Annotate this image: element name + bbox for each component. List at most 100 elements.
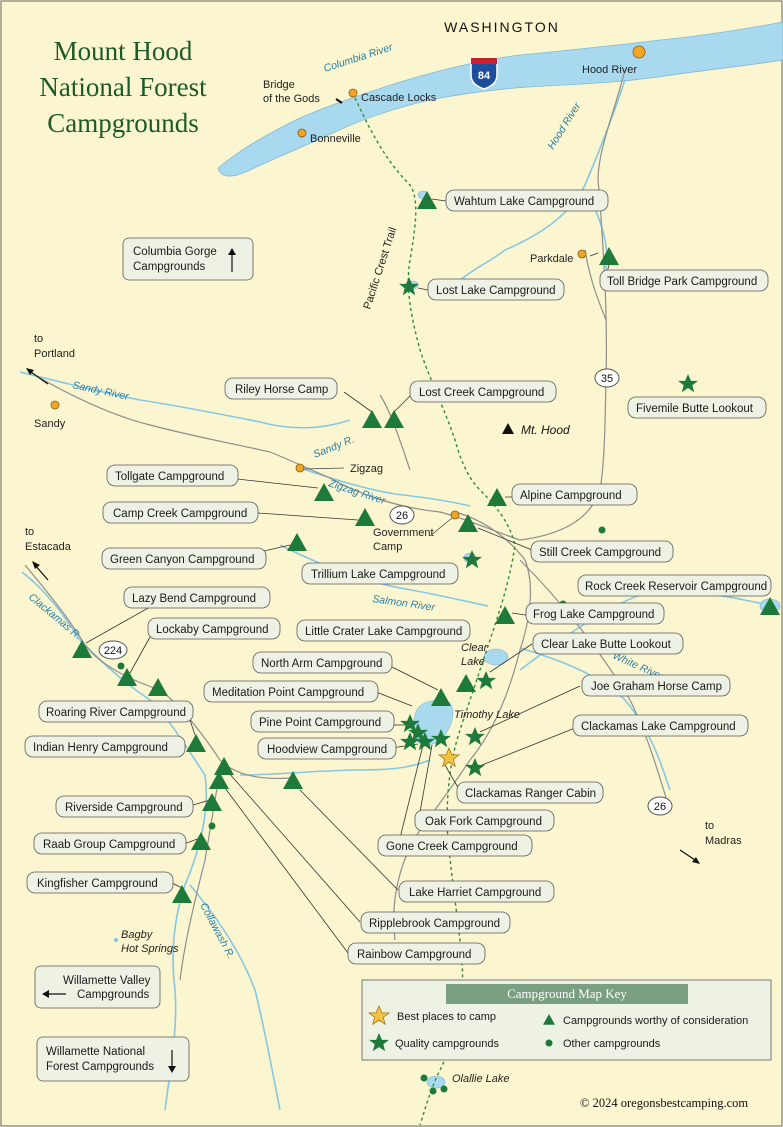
campground-wahtum-label: Wahtum Lake Campground xyxy=(454,196,594,208)
key-quality-label: Quality campgrounds xyxy=(395,1038,499,1050)
campground-lazy-bend[interactable]: Lazy Bend Campground xyxy=(123,586,271,609)
campground-oak-fork[interactable]: Oak Fork Campground xyxy=(414,809,555,832)
nav-columbia-gorge[interactable]: Columbia Gorge Campgrounds xyxy=(122,237,254,281)
government-camp-leader xyxy=(429,517,453,537)
label-parkdale: Parkdale xyxy=(530,253,573,265)
campground-meditation-label: Meditation Point Campground xyxy=(212,687,364,699)
label-timothy-lake: Timothy Lake xyxy=(454,709,520,721)
route-26-b: 26 xyxy=(647,796,673,816)
campground-toll-bridge-label: Toll Bridge Park Campground xyxy=(607,276,757,288)
campground-little-crater-label: Little Crater Lake Campground xyxy=(305,626,462,638)
campground-pine-point[interactable]: Pine Point Campground xyxy=(250,710,395,733)
campground-lost-lake[interactable]: Lost Lake Campground xyxy=(427,278,565,301)
campground-indian-henry-label: Indian Henry Campground xyxy=(33,742,168,754)
campground-tollgate[interactable]: Tollgate Campground xyxy=(106,464,239,487)
campground-joe-graham-label: Joe Graham Horse Camp xyxy=(591,681,722,693)
arrowhead-madras-icon xyxy=(692,857,700,864)
campground-frog-lake[interactable]: Frog Lake Campground xyxy=(525,602,665,625)
label-to-estacada-2: Estacada xyxy=(25,541,72,553)
campground-riley[interactable]: Riley Horse Camp xyxy=(224,377,338,400)
campground-fivemile-label: Fivemile Butte Lookout xyxy=(636,403,754,415)
arrowhead-down-icon xyxy=(168,1066,176,1073)
campground-lazy-bend-label: Lazy Bend Campground xyxy=(132,593,256,605)
label-zigzag-town: Zigzag xyxy=(350,463,383,475)
campground-camp-creek[interactable]: Camp Creek Campground xyxy=(102,501,259,524)
campground-kingfisher-label: Kingfisher Campground xyxy=(37,878,158,890)
label-clear-lake-1: Clear xyxy=(461,642,489,654)
label-mt-hood: Mt. Hood xyxy=(521,423,570,437)
campground-gone-creek[interactable]: Gone Creek Campground xyxy=(377,834,533,857)
label-to-estacada-1: to xyxy=(25,526,34,538)
route-26-a-label: 26 xyxy=(396,510,408,522)
campground-still-creek[interactable]: Still Creek Campground xyxy=(530,540,674,563)
campground-north-arm[interactable]: North Arm Campground xyxy=(252,651,393,674)
nav-columbia-gorge-line-1: Columbia Gorge xyxy=(133,246,217,258)
map-title-line-3: Campgrounds xyxy=(47,108,199,138)
campground-clear-lake-butte[interactable]: Clear Lake Butte Lookout xyxy=(532,632,684,655)
campground-fivemile[interactable]: Fivemile Butte Lookout xyxy=(627,396,767,419)
campground-pine-point-label: Pine Point Campground xyxy=(259,717,381,729)
campground-toll-bridge[interactable]: Toll Bridge Park Campground xyxy=(599,269,769,292)
label-bonneville: Bonneville xyxy=(310,133,361,145)
campground-trillium[interactable]: Trillium Lake Campground xyxy=(301,562,459,585)
route-224-label: 224 xyxy=(104,645,122,657)
bridge-of-the-gods-icon xyxy=(335,98,343,104)
map-key-title: Campground Map Key xyxy=(507,986,627,1001)
campground-clackamas-lake[interactable]: Clackamas Lake Campground xyxy=(572,714,749,737)
campground-kingfisher[interactable]: Kingfisher Campground xyxy=(26,871,174,894)
campground-riverside[interactable]: Riverside Campground xyxy=(55,795,194,818)
campground-alpine[interactable]: Alpine Campground xyxy=(511,483,638,506)
key-other-dot-icon xyxy=(545,1039,553,1047)
campground-clear-lake-butte-label: Clear Lake Butte Lookout xyxy=(541,639,672,651)
nav-willamette-valley-line-2: Campgrounds xyxy=(77,989,149,1001)
campground-roaring-river[interactable]: Roaring River Campground xyxy=(38,700,194,723)
campground-frog-lake-label: Frog Lake Campground xyxy=(533,609,654,621)
nav-willamette-valley-line-1: Willamette Valley xyxy=(63,975,151,987)
route-35: 35 xyxy=(594,368,620,388)
campground-clackamas-lake-label: Clackamas Lake Campground xyxy=(581,721,736,733)
arrowhead-left-icon xyxy=(42,990,49,998)
route-224: 224 xyxy=(98,640,128,660)
campground-ripplebrook[interactable]: Ripplebrook Campground xyxy=(360,911,511,934)
campground-ranger-cabin-label: Clackamas Ranger Cabin xyxy=(465,788,596,800)
label-hood-river-town: Hood River xyxy=(582,64,637,76)
pacific-crest-trail xyxy=(354,97,516,1126)
campground-meditation[interactable]: Meditation Point Campground xyxy=(203,680,379,703)
label-sandy-town: Sandy xyxy=(34,418,66,430)
campground-lake-harriet[interactable]: Lake Harriet Campground xyxy=(398,880,555,903)
campground-ranger-cabin[interactable]: Clackamas Ranger Cabin xyxy=(456,781,604,804)
river-lines xyxy=(19,79,771,1111)
campground-indian-henry[interactable]: Indian Henry Campground xyxy=(24,735,186,758)
campground-green-canyon[interactable]: Green Canyon Campground xyxy=(101,547,267,570)
campground-raab[interactable]: Raab Group Campground xyxy=(33,832,187,855)
campground-rock-creek[interactable]: Rock Creek Reservoir Campground xyxy=(577,574,772,597)
campground-joe-graham[interactable]: Joe Graham Horse Camp xyxy=(581,674,731,697)
nav-willamette-nf-line-2: Forest Campgrounds xyxy=(46,1061,154,1073)
campground-riley-label: Riley Horse Camp xyxy=(235,384,328,396)
label-to-madras-2: Madras xyxy=(705,835,742,847)
campground-wahtum[interactable]: Wahtum Lake Campground xyxy=(445,189,609,212)
campground-tollgate-label: Tollgate Campground xyxy=(115,471,224,483)
route-26-a: 26 xyxy=(389,505,415,525)
town-markers xyxy=(50,45,646,520)
campground-lost-creek[interactable]: Lost Creek Campground xyxy=(409,380,557,403)
campground-hoodview[interactable]: Hoodview Campground xyxy=(257,737,397,760)
label-bridge-2: of the Gods xyxy=(263,93,320,105)
map-key: Campground Map Key Best places to camp Q… xyxy=(361,979,772,1061)
interstate-84-shield: 84 xyxy=(470,57,498,90)
nav-columbia-gorge-line-2: Campgrounds xyxy=(133,261,205,273)
campground-lost-lake-label: Lost Lake Campground xyxy=(436,285,556,297)
campground-lockaby-label: Lockaby Campground xyxy=(156,624,269,636)
campground-still-creek-label: Still Creek Campground xyxy=(539,547,661,559)
campground-little-crater[interactable]: Little Crater Lake Campground xyxy=(296,619,471,642)
nav-willamette-nf[interactable]: Willamette National Forest Campgrounds xyxy=(36,1036,190,1082)
label-government-camp-1: Government xyxy=(373,527,434,539)
key-best-label: Best places to camp xyxy=(397,1011,496,1023)
campground-rainbow[interactable]: Rainbow Campground xyxy=(347,942,486,965)
arrowhead-estacada-icon xyxy=(32,561,40,569)
map-title-line-2: National Forest xyxy=(39,72,207,102)
nav-willamette-valley[interactable]: Willamette Valley Campgrounds xyxy=(34,965,161,1009)
map-title-line-1: Mount Hood xyxy=(54,36,193,66)
campground-lockaby[interactable]: Lockaby Campground xyxy=(147,617,281,640)
